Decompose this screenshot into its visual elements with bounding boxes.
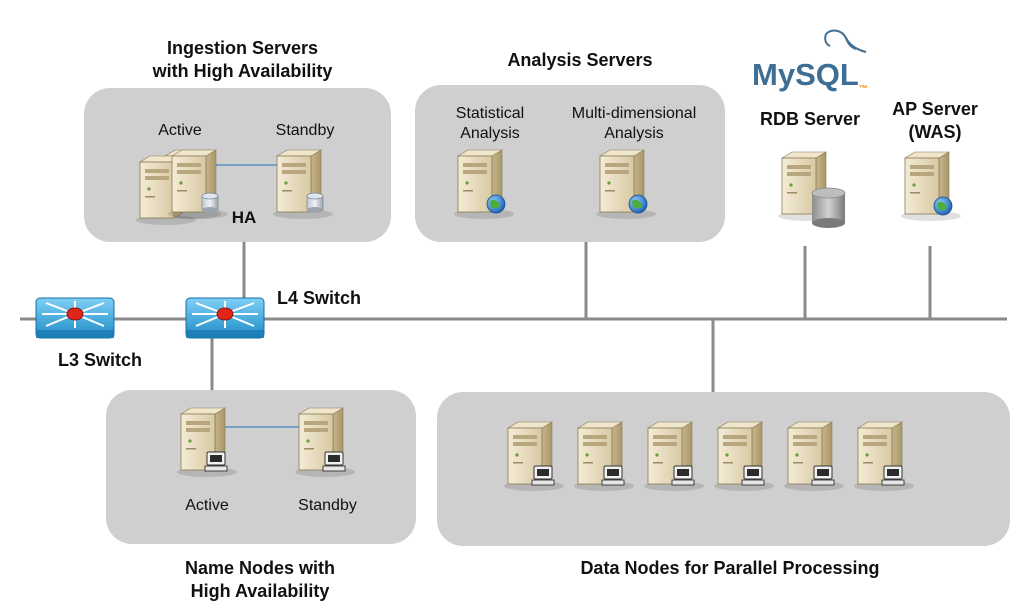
ap-server-line2: (WAS) <box>908 121 962 142</box>
terminal-icon <box>741 465 765 486</box>
ingestion-active-server-front <box>168 149 228 219</box>
terminal-icon <box>531 465 555 486</box>
ingestion-active-label: Active <box>158 122 202 139</box>
terminal-icon <box>204 451 228 472</box>
statistical-line2: Analysis <box>460 125 520 142</box>
ingestion-title-line2: with High Availability <box>152 60 333 81</box>
globe-icon <box>628 194 648 214</box>
data-node-server <box>854 421 914 491</box>
data-node-server <box>644 421 704 491</box>
data-nodes-title: Data Nodes for Parallel Processing <box>580 558 880 578</box>
ap-server <box>901 151 961 221</box>
ingestion-standby-server <box>273 149 333 219</box>
terminal-icon <box>601 465 625 486</box>
terminal-icon <box>322 451 346 472</box>
terminal-icon <box>881 465 905 486</box>
multidim-analysis-server <box>596 149 656 219</box>
name-node-active-server <box>177 407 237 477</box>
data-node-server <box>504 421 564 491</box>
statistical-analysis-label: Statistical Analysis <box>435 104 545 144</box>
mysql-logo: MySQL™ <box>752 56 882 95</box>
switches <box>35 297 265 339</box>
l3-switch-icon <box>35 297 115 339</box>
mysql-logo-tm: ™ <box>858 83 868 94</box>
disk-icon <box>201 192 219 213</box>
ap-server-line1: AP Server <box>892 99 978 119</box>
globe-icon <box>486 194 506 214</box>
multidim-analysis-label: Multi-dimensional Analysis <box>548 104 720 144</box>
mysql-logo-text: MySQL <box>752 57 859 92</box>
ingestion-title-line1: Ingestion Servers <box>166 38 319 58</box>
network-lines <box>20 242 1007 392</box>
l4-switch-label: L4 Switch <box>277 288 362 308</box>
disk-icon <box>306 192 324 213</box>
database-cylinder-icon <box>811 187 846 228</box>
l3-switch-label: L3 Switch <box>58 350 143 370</box>
name-nodes-title-line1: Name Nodes with <box>184 558 336 578</box>
l4-switch-icon <box>185 297 265 339</box>
terminal-icon <box>671 465 695 486</box>
globe-icon <box>933 196 953 216</box>
ap-server-label: AP Server (WAS) <box>880 98 990 143</box>
name-nodes-title: Name Nodes with High Availability <box>145 557 375 602</box>
ha-label: HA <box>231 208 257 227</box>
name-node-standby-server <box>295 407 355 477</box>
name-nodes-title-line2: High Availability <box>190 580 330 601</box>
analysis-title: Analysis Servers <box>507 50 653 70</box>
ingestion-standby-label: Standby <box>275 122 335 139</box>
rdb-server-label: RDB Server <box>759 109 861 129</box>
multidim-line1: Multi-dimensional <box>571 105 697 122</box>
name-nodes-standby-label: Standby <box>298 497 357 514</box>
terminal-icon <box>811 465 835 486</box>
multidim-line2: Analysis <box>604 125 664 142</box>
data-node-server <box>714 421 774 491</box>
rdb-server <box>778 151 838 221</box>
statistical-analysis-server <box>454 149 514 219</box>
ingestion-title: Ingestion Servers with High Availability <box>110 37 375 82</box>
name-nodes-panel <box>106 390 416 544</box>
data-node-server <box>784 421 844 491</box>
mysql-dolphin-icon <box>824 29 867 53</box>
servers <box>136 149 961 491</box>
statistical-line1: Statistical <box>455 105 525 122</box>
name-nodes-active-label: Active <box>185 497 229 514</box>
data-node-server <box>574 421 634 491</box>
